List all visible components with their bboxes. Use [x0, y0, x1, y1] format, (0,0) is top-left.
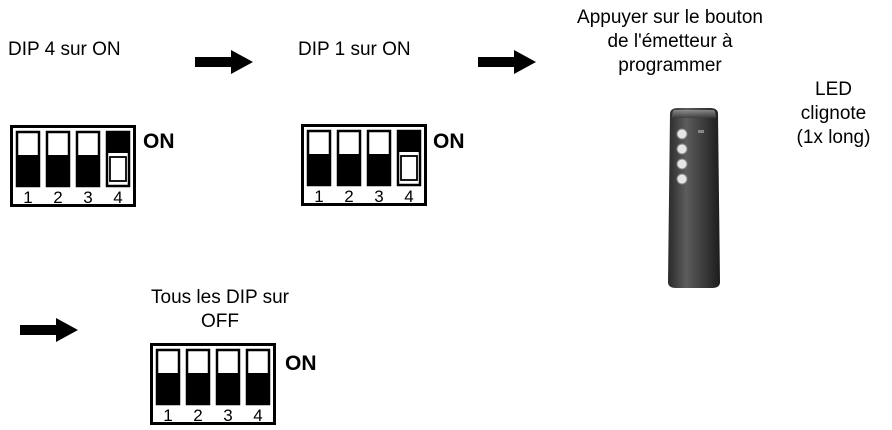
dip-slider: [247, 373, 269, 404]
dip-switch-3: [215, 348, 241, 406]
led-caption-line: (1x long): [796, 127, 871, 148]
dip-number: 4: [113, 188, 122, 207]
dip-slider: [107, 132, 129, 153]
dip-number: 4: [253, 406, 262, 425]
dip-slider: [338, 154, 360, 185]
led-caption-line: LED: [815, 79, 852, 100]
arrow-right-icon: [20, 318, 78, 342]
dip-switch-3: [75, 130, 101, 188]
arrow-right-icon: [195, 50, 253, 74]
step3-caption-line: programmer: [618, 55, 722, 76]
dip-number: 1: [163, 406, 172, 425]
on-label: ON: [143, 130, 175, 153]
dip-slider: [398, 131, 420, 152]
led-caption: LED clignote (1x long): [775, 78, 892, 150]
remote-control-icon: [668, 108, 720, 288]
dip-number: 4: [404, 187, 413, 206]
dip-switch-4: [245, 348, 271, 406]
dip-number: 3: [223, 406, 232, 425]
dip-switch-3: [366, 129, 392, 187]
dip-number: 2: [344, 187, 353, 206]
dip-switch-2: [45, 130, 71, 188]
dip-switch-4: [396, 129, 422, 187]
dip-switch-block: 1 2 3 4: [10, 125, 136, 207]
step4-caption-line: Tous les DIP sur: [151, 287, 289, 308]
on-label: ON: [285, 352, 317, 375]
dip-slider: [217, 373, 239, 404]
step3-caption-line: Appuyer sur le bouton: [577, 7, 763, 28]
dip-switch-2: [185, 348, 211, 406]
dip-switch-block: 1 2 3 4: [301, 124, 427, 206]
dip-number: 2: [53, 188, 62, 207]
dip-number: 3: [374, 187, 383, 206]
dip-switch-1: [155, 348, 181, 406]
dip-switch-2: [336, 129, 362, 187]
dip-slider: [77, 155, 99, 186]
dip-switch-block: 1 2 3 4: [150, 343, 276, 425]
step1-caption: DIP 4 sur ON: [8, 39, 121, 60]
dip-slider: [17, 155, 39, 186]
dip-slider: [157, 373, 179, 404]
dip-switch-4: [105, 130, 131, 188]
dip-number: 3: [83, 188, 92, 207]
dip-switch-1: [15, 130, 41, 188]
step4-caption-line: OFF: [201, 311, 239, 332]
dip-number: 2: [193, 406, 202, 425]
dip-slider: [47, 155, 69, 186]
step3-caption-line: de l'émetteur à: [607, 31, 733, 52]
arrow-right-icon: [478, 50, 536, 74]
dip-number: 1: [23, 188, 32, 207]
step4-caption: Tous les DIP sur OFF: [120, 286, 320, 334]
dip-slider: [187, 373, 209, 404]
dip-slider: [368, 154, 390, 185]
step2-caption: DIP 1 sur ON: [298, 39, 411, 60]
led-caption-line: clignote: [800, 103, 867, 124]
dip-switch-1: [306, 129, 332, 187]
on-label: ON: [433, 130, 465, 153]
dip-number: 1: [314, 187, 323, 206]
step3-caption: Appuyer sur le bouton de l'émetteur à pr…: [560, 6, 780, 78]
dip-slider: [308, 154, 330, 185]
